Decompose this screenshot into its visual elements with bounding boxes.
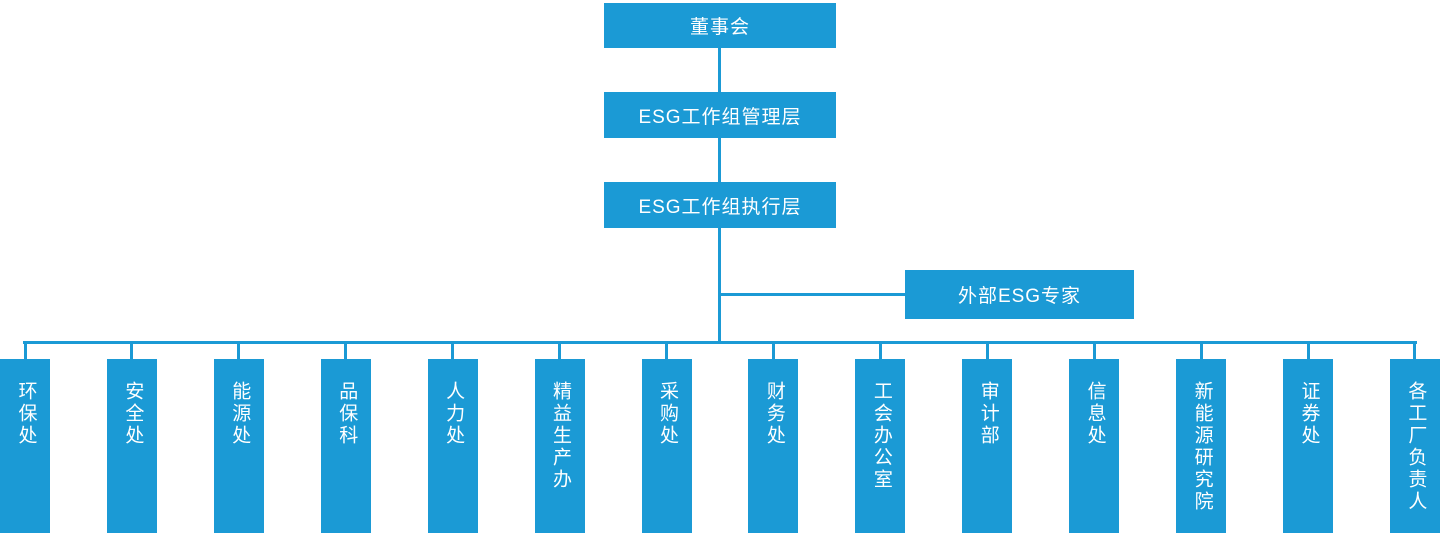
dept-node-procurement: 采购处 [641,342,692,533]
dept-node-environmental-protection: 环保处 [0,342,50,533]
connector-stub [558,342,562,359]
connector-to-external-experts [719,293,906,296]
connector-stub [451,342,455,359]
dept-label: 人力处 [443,381,465,447]
dept-node-union-office: 工会办公室 [855,342,906,533]
org-node-external-esg-experts: 外部ESG专家 [905,270,1134,319]
connector-stub [23,342,27,359]
connector-department-rail [23,341,1417,344]
dept-node-factory-heads: 各工厂负责人 [1389,342,1440,533]
connector-stub [1092,342,1096,359]
dept-node-safety: 安全处 [106,342,157,533]
connector-stub [665,342,669,359]
dept-label: 工会办公室 [870,381,892,491]
dept-label: 品保科 [336,381,358,447]
org-node-external-esg-experts-label: 外部ESG专家 [957,286,1082,307]
dept-node-new-energy-research: 新能源研究院 [1176,342,1227,533]
connector-management-to-execution [718,138,721,182]
dept-node-energy: 能源处 [213,342,264,533]
connector-trunk [718,228,721,343]
dept-label: 各工厂负责人 [1405,381,1427,513]
connector-stub [344,342,348,359]
connector-stub [1413,342,1417,359]
org-node-board-label: 董事会 [689,17,750,38]
dept-label: 采购处 [656,381,678,447]
dept-label: 审计部 [977,381,999,447]
connector-stub [985,342,989,359]
connector-stub [1306,342,1310,359]
dept-label: 信息处 [1084,381,1106,447]
dept-node-human-resources: 人力处 [427,342,478,533]
dept-label: 证券处 [1298,381,1320,447]
dept-label: 安全处 [122,381,144,447]
dept-label: 环保处 [15,381,37,447]
dept-node-securities: 证券处 [1283,342,1334,533]
dept-node-quality-assurance: 品保科 [320,342,371,533]
org-node-esg-execution: ESG工作组执行层 [604,182,836,228]
dept-label: 精益生产办 [550,381,572,491]
connector-stub [237,342,241,359]
dept-node-audit: 审计部 [962,342,1013,533]
connector-board-to-management [718,48,721,92]
connector-stub [878,342,882,359]
connector-stub [130,342,134,359]
dept-node-information: 信息处 [1069,342,1120,533]
dept-node-finance: 财务处 [748,342,799,533]
dept-label: 能源处 [229,381,251,447]
dept-label: 新能源研究院 [1191,381,1213,513]
org-node-esg-execution-label: ESG工作组执行层 [638,196,802,218]
connector-stub [1199,342,1203,359]
org-node-board: 董事会 [604,3,836,48]
dept-node-lean-production: 精益生产办 [534,342,585,533]
dept-label: 财务处 [763,381,785,447]
department-row: 环保处 安全处 能源处 品保科 人力处 精益生产办 采购处 财务处 [0,342,1440,533]
connector-stub [771,342,775,359]
org-node-esg-management-label: ESG工作组管理层 [638,106,802,128]
org-node-esg-management: ESG工作组管理层 [604,92,836,138]
